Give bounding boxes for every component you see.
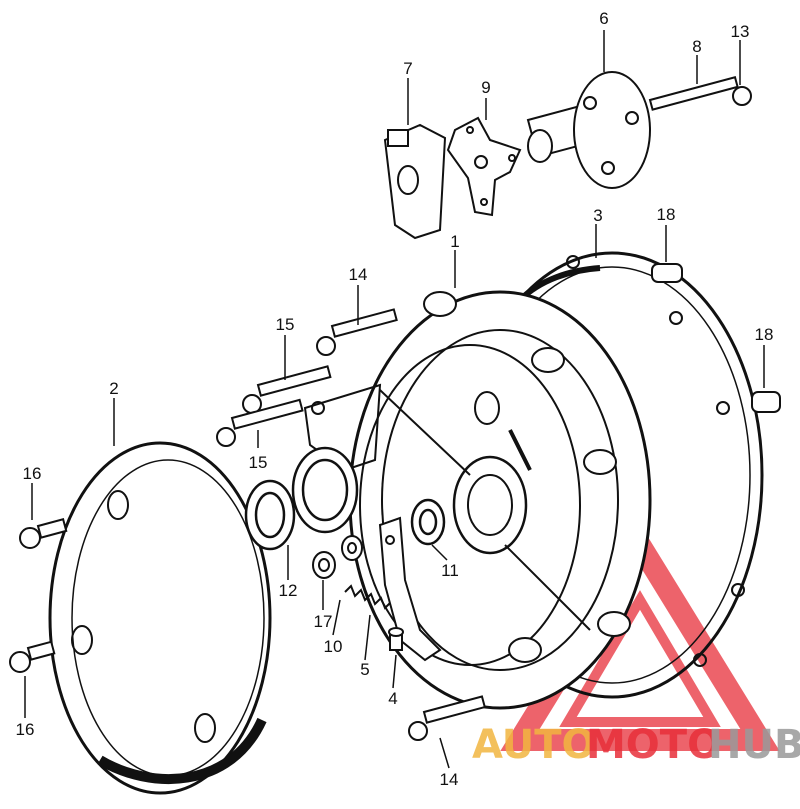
screw-16-upper xyxy=(19,518,68,549)
callout-14-upper: 14 xyxy=(349,265,368,284)
screw-15-upper xyxy=(242,365,332,414)
callout-17: 17 xyxy=(314,612,333,631)
part-dowel-18-upper xyxy=(651,263,683,283)
callout-15-upper: 15 xyxy=(276,315,295,334)
callout-9: 9 xyxy=(481,78,490,97)
part-seal-11 xyxy=(410,498,446,546)
callout-16-upper: 16 xyxy=(23,464,42,483)
callout-14-lower: 14 xyxy=(440,770,459,789)
part-plate-7 xyxy=(383,123,447,240)
part-housing-cover xyxy=(348,290,652,710)
part-round-cover xyxy=(48,441,272,795)
part-bushing xyxy=(291,446,359,534)
part-dowel-18-right xyxy=(751,391,781,413)
callout-12: 12 xyxy=(279,581,298,600)
part-spring-10 xyxy=(344,584,392,610)
callout-18-right: 18 xyxy=(755,325,774,344)
screw-14-upper xyxy=(316,308,398,356)
screw-14-lower xyxy=(408,695,487,741)
callout-2: 2 xyxy=(109,379,118,398)
callout-13: 13 xyxy=(731,22,750,41)
callout-15-lower: 15 xyxy=(249,453,268,472)
watermark-wordmark: AUTO MOTO HUB xyxy=(472,722,800,768)
callout-10: 10 xyxy=(324,637,343,656)
part-washer xyxy=(341,535,363,561)
callout-5: 5 xyxy=(360,660,369,679)
callout-3: 3 xyxy=(593,206,602,225)
part-pin-4 xyxy=(388,627,404,651)
part-bolt-8 xyxy=(648,75,752,111)
part-flange-6 xyxy=(526,71,651,189)
callout-8: 8 xyxy=(692,37,701,56)
screw-15-lower xyxy=(216,398,304,447)
callout-1: 1 xyxy=(450,232,459,251)
callout-labels: 1 2 3 4 5 6 7 8 9 10 11 12 13 14 14 15 1… xyxy=(16,9,774,789)
part-nut-17 xyxy=(312,551,336,579)
screw-16-lower xyxy=(9,640,56,673)
watermark-auto: AUTO xyxy=(472,722,596,768)
part-lever-5 xyxy=(378,516,442,662)
watermark-triangle-inner xyxy=(559,590,721,727)
watermark-moto: MOTO xyxy=(586,722,721,768)
leader-lines xyxy=(24,30,765,769)
callout-4: 4 xyxy=(388,689,397,708)
callout-6: 6 xyxy=(599,9,608,28)
callout-16-lower: 16 xyxy=(16,720,35,739)
watermark-hub: HUB xyxy=(708,722,800,768)
callout-18-upper: 18 xyxy=(657,205,676,224)
part-plate-9 xyxy=(446,116,522,217)
callout-11: 11 xyxy=(441,561,459,580)
part-oil-seal-12 xyxy=(244,479,296,551)
part-housing-bracket xyxy=(303,383,382,472)
callout-7: 7 xyxy=(403,59,412,78)
